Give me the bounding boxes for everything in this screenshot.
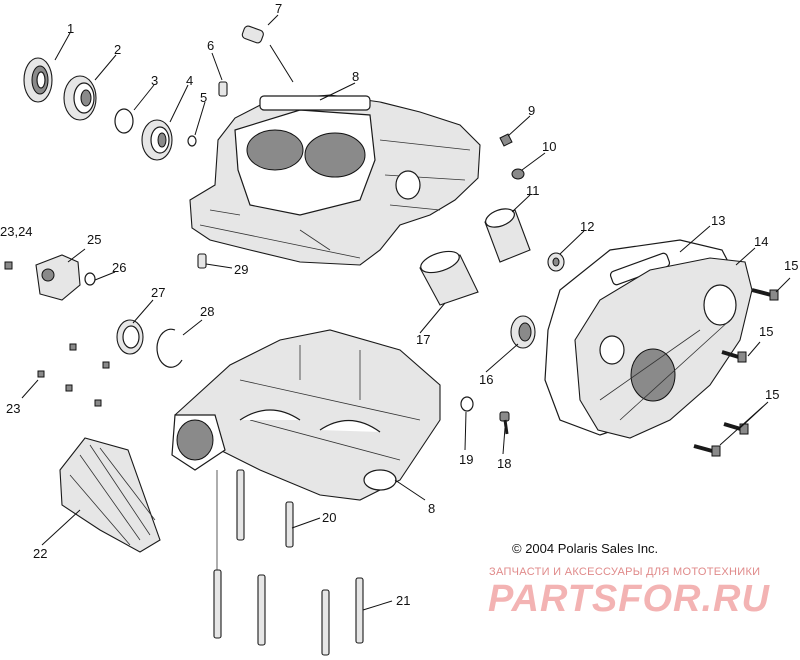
part-12-washer (547, 252, 565, 272)
callout-28: 28 (200, 304, 214, 319)
part-27-cup (116, 319, 144, 355)
part-20-stud-b (285, 501, 294, 548)
callout-2: 2 (114, 42, 121, 57)
part-10-plug (511, 168, 525, 180)
callout-17: 17 (416, 332, 430, 347)
part-5-washer (187, 135, 197, 147)
part-11-bushing (484, 208, 531, 263)
part-29-pin (197, 253, 207, 269)
lower-crankcase (171, 329, 441, 501)
callout-labels: 1 2 3 4 5 6 7 8 8 9 10 11 12 13 14 15 15… (0, 1, 798, 608)
part-22-baffle-plate (59, 437, 161, 553)
callout-20: 20 (322, 510, 336, 525)
callout-15-b: 15 (759, 324, 773, 339)
callout-16: 16 (479, 372, 493, 387)
callout-12: 12 (580, 219, 594, 234)
part-15-bolt-c (693, 444, 721, 457)
part-25-cap (35, 254, 81, 301)
watermark-subtitle: ЗАПЧАСТИ И АКСЕССУАРЫ ДЛЯ МОТОТЕХНИКИ (489, 566, 761, 578)
callout-22: 22 (33, 546, 47, 561)
copyright-notice: © 2004 Polaris Sales Inc. (512, 541, 659, 556)
callout-10: 10 (542, 139, 556, 154)
part-23-screws (37, 343, 110, 407)
part-16-seal (510, 315, 536, 349)
part-20-stud-a (236, 469, 245, 541)
part-18-screw (499, 411, 510, 435)
callout-23: 23 (6, 401, 20, 416)
part-23-24-screw (4, 261, 13, 270)
callout-27: 27 (151, 285, 165, 300)
callout-21: 21 (396, 593, 410, 608)
callout-13: 13 (711, 213, 725, 228)
callout-26: 26 (112, 260, 126, 275)
part-4-bearing (141, 119, 173, 161)
callout-3: 3 (151, 73, 158, 88)
callout-7: 7 (275, 1, 282, 16)
callout-19: 19 (459, 452, 473, 467)
callout-6: 6 (207, 38, 214, 53)
callout-23-24: 23,24 (0, 224, 33, 239)
part-15-bolt-d (723, 422, 749, 435)
callout-18: 18 (497, 456, 511, 471)
watermark-logo: PARTSFOR.RU (488, 578, 770, 620)
callout-4: 4 (186, 73, 193, 88)
part-6-dowel (218, 81, 228, 97)
callout-9: 9 (528, 103, 535, 118)
part-21-stud-a (213, 569, 222, 639)
part-9-bolt (499, 133, 513, 147)
part-15-bolt-a (751, 288, 779, 301)
part-2-bearing (63, 75, 97, 121)
part-17-bushing (419, 250, 479, 306)
upper-crankcase (189, 94, 481, 266)
callout-5: 5 (200, 90, 207, 105)
part-28-snap-ring (156, 328, 183, 368)
part-26-oring (84, 272, 96, 286)
callout-15-a: 15 (784, 258, 798, 273)
callout-8-upper: 8 (352, 69, 359, 84)
part-21-stud-c (321, 589, 330, 656)
side-cover (574, 257, 753, 439)
part-7-dowel-pin (241, 25, 264, 44)
part-3-ring (114, 108, 134, 134)
leader-lines (21, 14, 791, 611)
callout-25: 25 (87, 232, 101, 247)
callout-29: 29 (234, 262, 248, 277)
callout-8-lower: 8 (428, 501, 435, 516)
part-1-seal (23, 57, 53, 103)
part-21-stud-d (355, 577, 364, 644)
part-19-oring (460, 396, 474, 412)
callout-15-c: 15 (765, 387, 779, 402)
callout-11: 11 (526, 183, 540, 198)
part-21-stud-b (257, 574, 266, 646)
callout-1: 1 (67, 21, 74, 36)
callout-14: 14 (754, 234, 768, 249)
part-15-bolt-b (721, 350, 747, 363)
